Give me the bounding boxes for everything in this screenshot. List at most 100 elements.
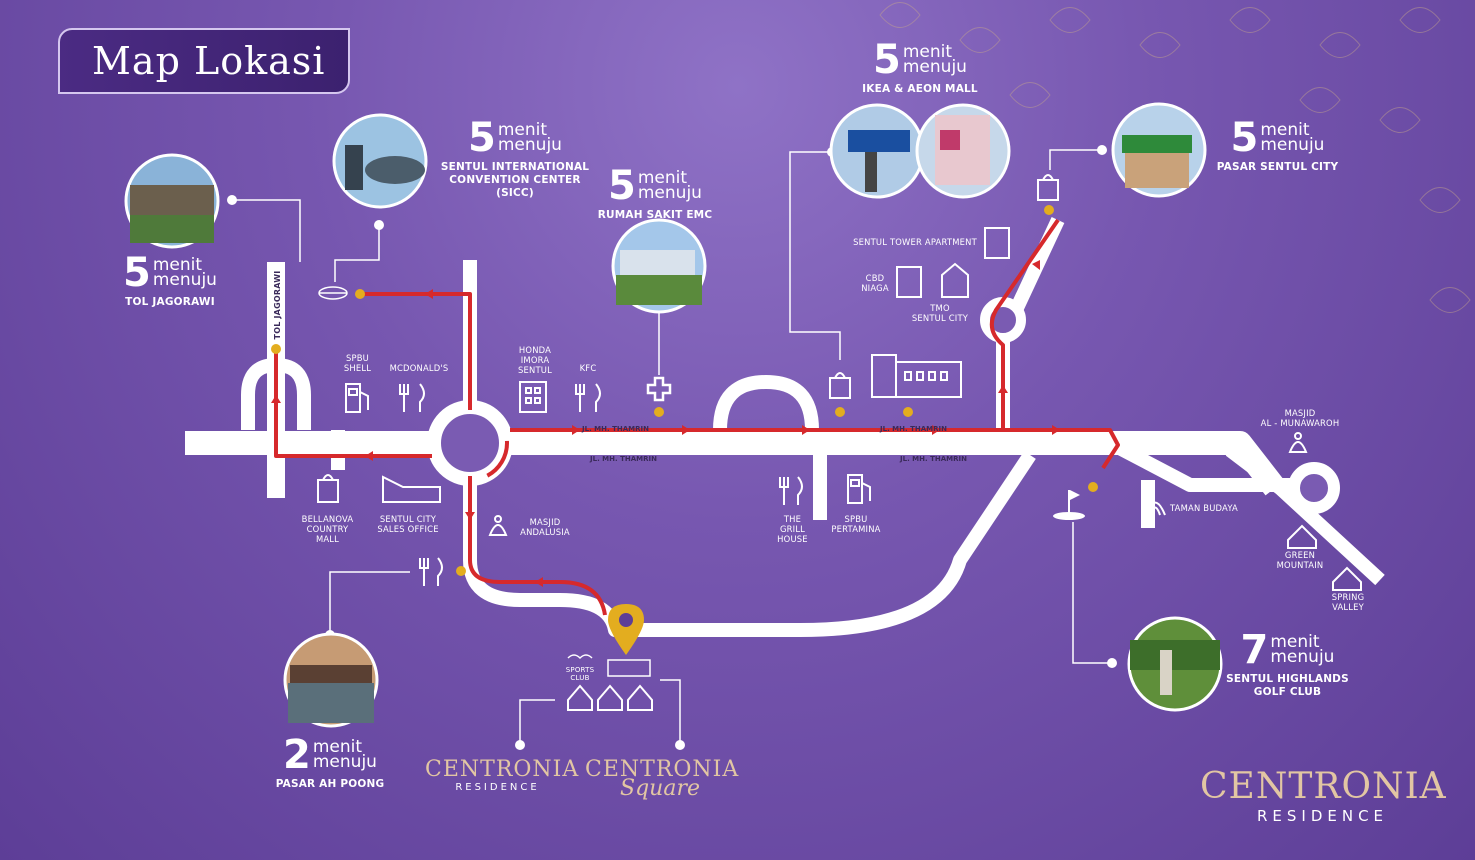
minutes-unit: menit xyxy=(902,42,953,62)
brand-centronia-residence: CENTRONIA RESIDENCE xyxy=(425,757,578,793)
minutes-unit: menit xyxy=(152,255,203,275)
minutes-unit: menit xyxy=(312,737,363,757)
route-arrows xyxy=(271,260,1060,587)
brand-sub: Square xyxy=(620,776,700,801)
label-line: ANDALUSIA xyxy=(520,527,570,537)
brand-logo-centronia: CENTRONIA RESIDENCE xyxy=(1200,766,1447,825)
restaurant-icon xyxy=(399,383,425,412)
minutes-direction: menuju xyxy=(1270,647,1335,667)
label-line: MASJID xyxy=(1284,408,1316,418)
photo-golf xyxy=(1127,616,1223,712)
route-to-sicc xyxy=(360,292,472,410)
route-ne xyxy=(989,218,1060,430)
label-line: GRILL xyxy=(779,524,806,534)
label-line: SHELL xyxy=(343,363,372,373)
dest-label-line: GOLF CLUB xyxy=(1253,686,1322,698)
tmo-building-icon xyxy=(941,262,969,298)
cbd-building-icon xyxy=(896,266,922,298)
label-line: SPBU xyxy=(844,514,868,524)
minutes-direction: menuju xyxy=(152,270,217,290)
label-line: MALL xyxy=(315,534,340,544)
label-line: MASJID xyxy=(529,517,561,527)
route-to-tol xyxy=(274,350,432,458)
route-south xyxy=(468,476,607,616)
gold-location-dots xyxy=(271,205,1098,576)
dest-label-line: SENTUL HIGHLANDS xyxy=(1226,673,1349,685)
photo-pasar-sentul xyxy=(1111,102,1207,198)
dest-label-line: SENTUL INTERNATIONAL xyxy=(440,161,590,173)
photo-sicc xyxy=(332,113,428,209)
tol-jagorawi-road-label: TOL JAGORAWI xyxy=(268,262,286,352)
road-rumah-stub xyxy=(331,430,1385,586)
brand-main: CENTRONIA xyxy=(585,757,740,782)
dest-label: PASAR SENTUL CITY xyxy=(1216,161,1339,173)
road-network xyxy=(185,260,1385,637)
dest-label: IKEA & AEON MALL xyxy=(862,83,978,95)
photo-aeon xyxy=(915,103,1011,199)
decorative-petal-pattern xyxy=(879,2,1471,313)
route-ring-main xyxy=(431,404,509,482)
minutes-direction: menuju xyxy=(497,135,562,155)
label-line: CLUB xyxy=(570,674,590,682)
label-line: HONDA xyxy=(518,345,552,355)
minutes-number: 5 xyxy=(468,115,496,161)
label-line: COUNTRY xyxy=(306,524,349,534)
fuel-pump-pertamina-icon xyxy=(847,474,871,504)
label-line: SPRING xyxy=(1331,592,1365,602)
apartment-buildings-icon xyxy=(871,354,962,398)
minutes-direction: menuju xyxy=(637,183,702,203)
minutes-number: 5 xyxy=(1230,115,1259,161)
label-line: TMO xyxy=(930,303,950,313)
fuel-pump-icon xyxy=(345,383,369,413)
label-line: VALLEY xyxy=(1332,602,1364,612)
tol-road-text: TOL JAGORAWI xyxy=(273,270,282,340)
label-line: SPBU xyxy=(345,353,370,363)
minutes-unit: menit xyxy=(1260,120,1310,140)
route-main-east xyxy=(510,428,1120,470)
house-spring-valley-icon xyxy=(1332,566,1362,591)
route-line xyxy=(274,218,1120,616)
road-label-thamrin-3: JL. MH. THAMRIN xyxy=(880,425,947,433)
minutes-unit: menit xyxy=(637,168,688,188)
road-label-thamrin-1: JL. MH. THAMRIN xyxy=(582,425,649,433)
sports-club-icon xyxy=(567,654,651,677)
label-line: THE xyxy=(783,514,802,524)
roundabout-east xyxy=(1288,462,1340,514)
road-emc-loop xyxy=(713,375,819,431)
building-honda-icon xyxy=(519,381,547,413)
logo-main: CENTRONIA xyxy=(1200,766,1447,807)
house-green-mountain-icon xyxy=(1287,524,1317,549)
road-south-curve xyxy=(463,451,1036,637)
minutes-direction: menuju xyxy=(902,57,967,77)
logo-sub: RESIDENCE xyxy=(1256,807,1389,825)
photo-tol-jagorawi xyxy=(124,153,220,249)
road-ne-branch xyxy=(1106,436,1300,492)
road-label-thamrin-2: JL. MH. THAMRIN xyxy=(590,455,657,463)
restaurant-kfc-icon xyxy=(575,383,601,412)
stadium-icon xyxy=(318,286,348,300)
label-line: NIAGA xyxy=(861,283,889,293)
minutes-number: 5 xyxy=(873,37,901,83)
minutes-number: 5 xyxy=(608,163,636,209)
taman-budaya-icon xyxy=(1144,501,1166,516)
label-line: SALES OFFICE xyxy=(377,524,439,534)
photo-emc xyxy=(611,218,707,314)
label-line: SENTUL CITY xyxy=(379,514,437,524)
tower-apartment-icon xyxy=(984,227,1010,259)
